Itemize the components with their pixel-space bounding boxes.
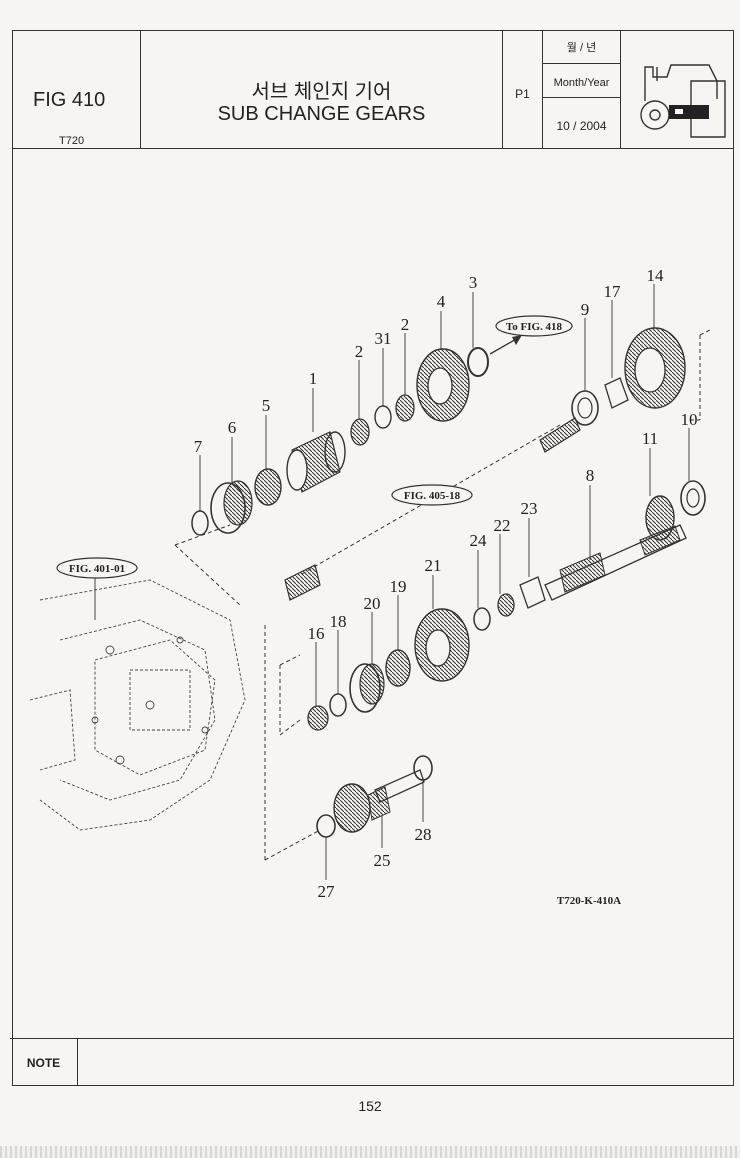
part-label: 16 bbox=[308, 624, 325, 643]
part-label: 23 bbox=[521, 499, 538, 518]
date-cell: 월 / 년 Month/Year 10 / 2004 bbox=[543, 31, 621, 148]
part-label: 3 bbox=[469, 273, 478, 292]
part-label: 6 bbox=[228, 418, 237, 437]
header: FIG 410 T720 서브 체인지 기어 SUB CHANGE GEARS … bbox=[13, 31, 733, 149]
part-label: 10 bbox=[681, 410, 698, 429]
part-label: 20 bbox=[364, 594, 381, 613]
part-label: 1 bbox=[309, 369, 318, 388]
model-code: T720 bbox=[59, 135, 85, 147]
part-label: 28 bbox=[415, 825, 432, 844]
transmission-housing bbox=[29, 579, 246, 831]
part-label: 25 bbox=[374, 851, 391, 870]
page-frame: FIG 410 T720 서브 체인지 기어 SUB CHANGE GEARS … bbox=[12, 30, 734, 1086]
part-label: 22 bbox=[494, 516, 511, 535]
title-english: SUB CHANGE GEARS bbox=[217, 103, 426, 125]
part-label: 11 bbox=[642, 429, 658, 448]
page-code: P1 bbox=[515, 87, 530, 101]
fig-cell: FIG 410 T720 bbox=[13, 31, 141, 148]
exploded-parts-diagram: To FIG. 418 FIG. 405-18 FIG. 401-01 1 2 … bbox=[29, 266, 711, 907]
title-korean: 서브 체인지 기어 bbox=[251, 81, 392, 103]
ref-to-fig-418: To FIG. 418 bbox=[506, 321, 563, 333]
part-label: 17 bbox=[604, 282, 622, 301]
tractor-icon bbox=[640, 64, 726, 138]
part-label: 7 bbox=[194, 437, 203, 456]
part-label: 27 bbox=[318, 882, 336, 901]
ref-fig-401-01: FIG. 401-01 bbox=[69, 563, 125, 575]
part-label: 4 bbox=[437, 292, 446, 311]
part-label: 19 bbox=[390, 577, 407, 596]
ref-fig-405-18: FIG. 405-18 bbox=[404, 490, 461, 502]
date-label-korean: 월 / 년 bbox=[566, 42, 597, 54]
part-label: 14 bbox=[647, 266, 665, 285]
note-row: NOTE bbox=[10, 1038, 734, 1086]
part-label: 21 bbox=[425, 556, 442, 575]
scan-edge bbox=[0, 1146, 740, 1158]
date-value: 10 / 2004 bbox=[556, 119, 607, 133]
part-label: 24 bbox=[470, 531, 488, 550]
part-label: 8 bbox=[586, 466, 595, 485]
part-label: 2 bbox=[355, 342, 364, 361]
note-label: NOTE bbox=[10, 1039, 78, 1086]
part-label: 9 bbox=[581, 300, 590, 319]
tractor-logo-cell bbox=[621, 31, 735, 148]
page-number: 152 bbox=[358, 1098, 382, 1114]
date-label-english: Month/Year bbox=[553, 77, 610, 89]
part-label: 31 bbox=[375, 329, 392, 348]
drawing-code: T720-K-410A bbox=[557, 895, 621, 907]
page-code-cell: P1 bbox=[503, 31, 543, 148]
fig-number: FIG 410 bbox=[33, 89, 106, 111]
title-cell: 서브 체인지 기어 SUB CHANGE GEARS bbox=[141, 31, 503, 148]
part-label: 18 bbox=[330, 612, 347, 631]
part-label: 2 bbox=[401, 315, 410, 334]
part-label: 5 bbox=[262, 396, 271, 415]
